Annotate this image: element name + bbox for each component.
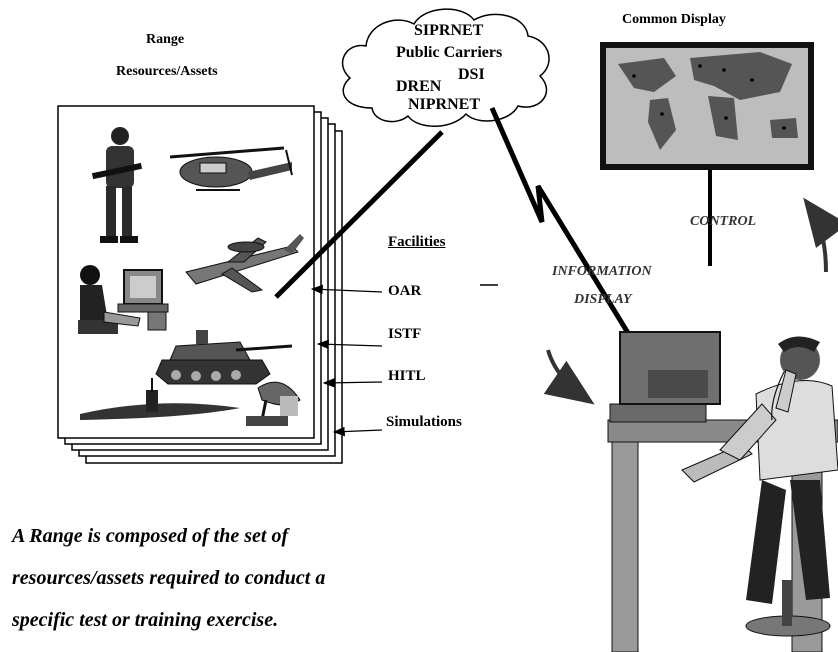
operator-console-icon [607, 331, 838, 652]
network-label-dren: DREN [396, 78, 442, 95]
facility-istf: ISTF [388, 326, 422, 342]
facility-oar: OAR [388, 283, 422, 299]
common-display-title: Common Display [622, 12, 726, 27]
facilities-heading: Facilities [388, 234, 446, 250]
range-to-network-link [274, 130, 444, 299]
range-title-line2: Resources/Assets [116, 64, 218, 79]
control-curved-arrow [803, 197, 838, 273]
lightning-link [489, 106, 661, 384]
caption-line1: A Range is composed of the set of [12, 525, 289, 547]
control-label: CONTROL [690, 214, 757, 229]
information-label-line2: DISPLAY [574, 292, 632, 307]
istf-pointer-arrow [316, 339, 383, 350]
submarine-icon [80, 378, 240, 420]
soldier-icon [91, 127, 143, 243]
helicopter-icon [169, 146, 293, 191]
caption-line3: specific test or training exercise. [12, 609, 279, 631]
caption-line2: resources/assets required to conduct a [12, 567, 326, 589]
world-map-display [600, 42, 814, 170]
workstation-operator-icon [78, 265, 169, 334]
facility-hitl: HITL [388, 368, 426, 384]
hitl-pointer-arrow [322, 378, 383, 388]
network-label-public-carriers: Public Carriers [396, 44, 503, 61]
simulations-pointer-arrow [332, 426, 383, 437]
network-label-dsi: DSI [458, 66, 485, 83]
network-label-niprnet: NIPRNET [408, 96, 481, 113]
radar-dish-icon [246, 381, 301, 426]
information-label-line1: INFORMATION [552, 264, 652, 279]
range-title-line1: Range [146, 32, 185, 47]
network-cloud [341, 8, 550, 127]
network-label-siprnet: SIPRNET [414, 22, 484, 39]
tank-icon [155, 330, 293, 385]
awacs-aircraft-icon [185, 234, 304, 293]
oar-pointer-arrow [310, 284, 383, 295]
facility-simulations: Simulations [386, 414, 462, 430]
information-curved-arrow [543, 349, 595, 405]
